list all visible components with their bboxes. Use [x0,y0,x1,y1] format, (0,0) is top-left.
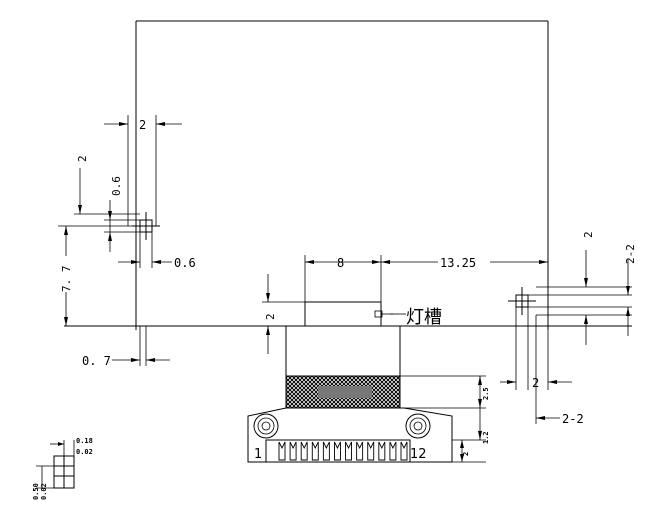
connector-pin [334,441,341,461]
pitch-detail: 0.18 0.02 0.50 0.02 [32,437,93,500]
connector-pin [300,441,308,461]
dim-top-1325: 13.25 [381,255,548,270]
connector-pin [400,441,408,461]
dim-right-22-side-text: 2-2 [562,412,584,426]
dim-right-2-side-text: 2 [532,376,539,390]
dim-left-connector-2-text: 2 [264,313,277,320]
dim-top-1325-text: 13.25 [440,256,476,270]
dim-small-002-b-text: 0.02 [40,483,48,500]
dim-small-002-a-text: 0.02 [76,448,93,456]
lamp-slot: 灯槽 [304,301,442,328]
lamp-slot-label: 灯槽 [406,307,442,328]
board-outline [64,20,632,330]
dim-top-8-text: 8 [337,256,344,270]
dim-left-77-text: 7. 7 [60,266,73,293]
connector-pin [289,441,297,461]
connector-pin [389,441,397,461]
connector-pin [378,441,386,461]
fpc-connector: 1 12 [247,326,453,463]
dim-small-018-text: 0.18 [76,437,93,445]
connector-pin [311,441,319,461]
dim-conn-2-text: 2 [462,452,470,456]
left-alignment-mark: 2 2 0.6 0.6 7. 7 0. 7 [58,115,196,368]
connector-pin [356,441,364,461]
dim-conn-12-text: 1.2 [482,431,490,444]
pin-last-label: 12 [410,447,427,462]
connector-pin [367,441,375,461]
dim-small-050-text: 0.50 [32,483,40,500]
connector-dims: 2.5 1.2 2 [400,375,490,463]
dim-left-07-text: 0. 7 [82,354,111,368]
dim-lamp-slot-height: 2 [262,274,305,354]
connector-pin [322,441,330,461]
dim-top-width-text: 2 [139,118,146,132]
dim-right-2-top-text: 2 [582,231,595,238]
connector-pin [278,441,286,461]
dim-left-2-text: 2 [76,155,89,162]
dim-left-06-lower-text: 0.6 [174,256,196,270]
pin-first-label: 1 [254,447,262,462]
dim-conn-25-text: 2.5 [482,387,490,400]
dim-left-06-upper-text: 0.6 [110,176,123,196]
right-alignment-mark: 2 2-2 2 2-2 [500,231,637,426]
connector-pins [278,441,408,461]
connector-pin [345,441,352,461]
dim-top-8: 8 [304,255,382,302]
dim-right-22-top-text: 2-2 [624,244,637,264]
